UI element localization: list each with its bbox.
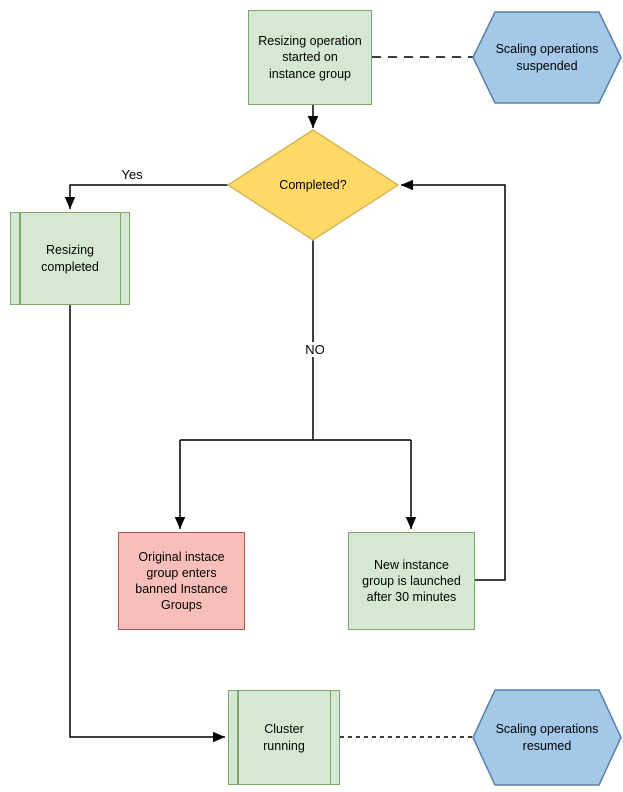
edge-label-yes: Yes	[112, 167, 152, 182]
edge-resizing-to-cluster	[69, 305, 225, 743]
node-cluster-running: Cluster running	[228, 690, 340, 785]
node-cluster-running-label: Cluster running	[263, 722, 305, 753]
edge-completed-yes	[64, 184, 228, 209]
hexagon-scaling-resumed-shape	[472, 689, 622, 786]
node-new-instance-group-label: New instance group is launched after 30 …	[362, 557, 461, 605]
decision-completed-shape	[226, 129, 400, 241]
node-resizing-started-label: Resizing operation started on instance g…	[258, 34, 362, 81]
edge-label-no: NO	[295, 342, 335, 357]
node-resizing-completed: Resizing completed	[10, 212, 130, 305]
node-resizing-started: Resizing operation started on instance g…	[248, 10, 372, 105]
edge-new-instance-feedback	[401, 179, 506, 581]
node-banned-instance-groups: Original instace group enters banned Ins…	[118, 532, 245, 630]
node-banned-instance-groups-label: Original instace group enters banned Ins…	[135, 549, 228, 613]
node-new-instance-group: New instance group is launched after 30 …	[348, 532, 475, 630]
hexagon-scaling-suspended-shape	[472, 11, 622, 104]
node-resizing-completed-label: Resizing completed	[41, 243, 99, 274]
